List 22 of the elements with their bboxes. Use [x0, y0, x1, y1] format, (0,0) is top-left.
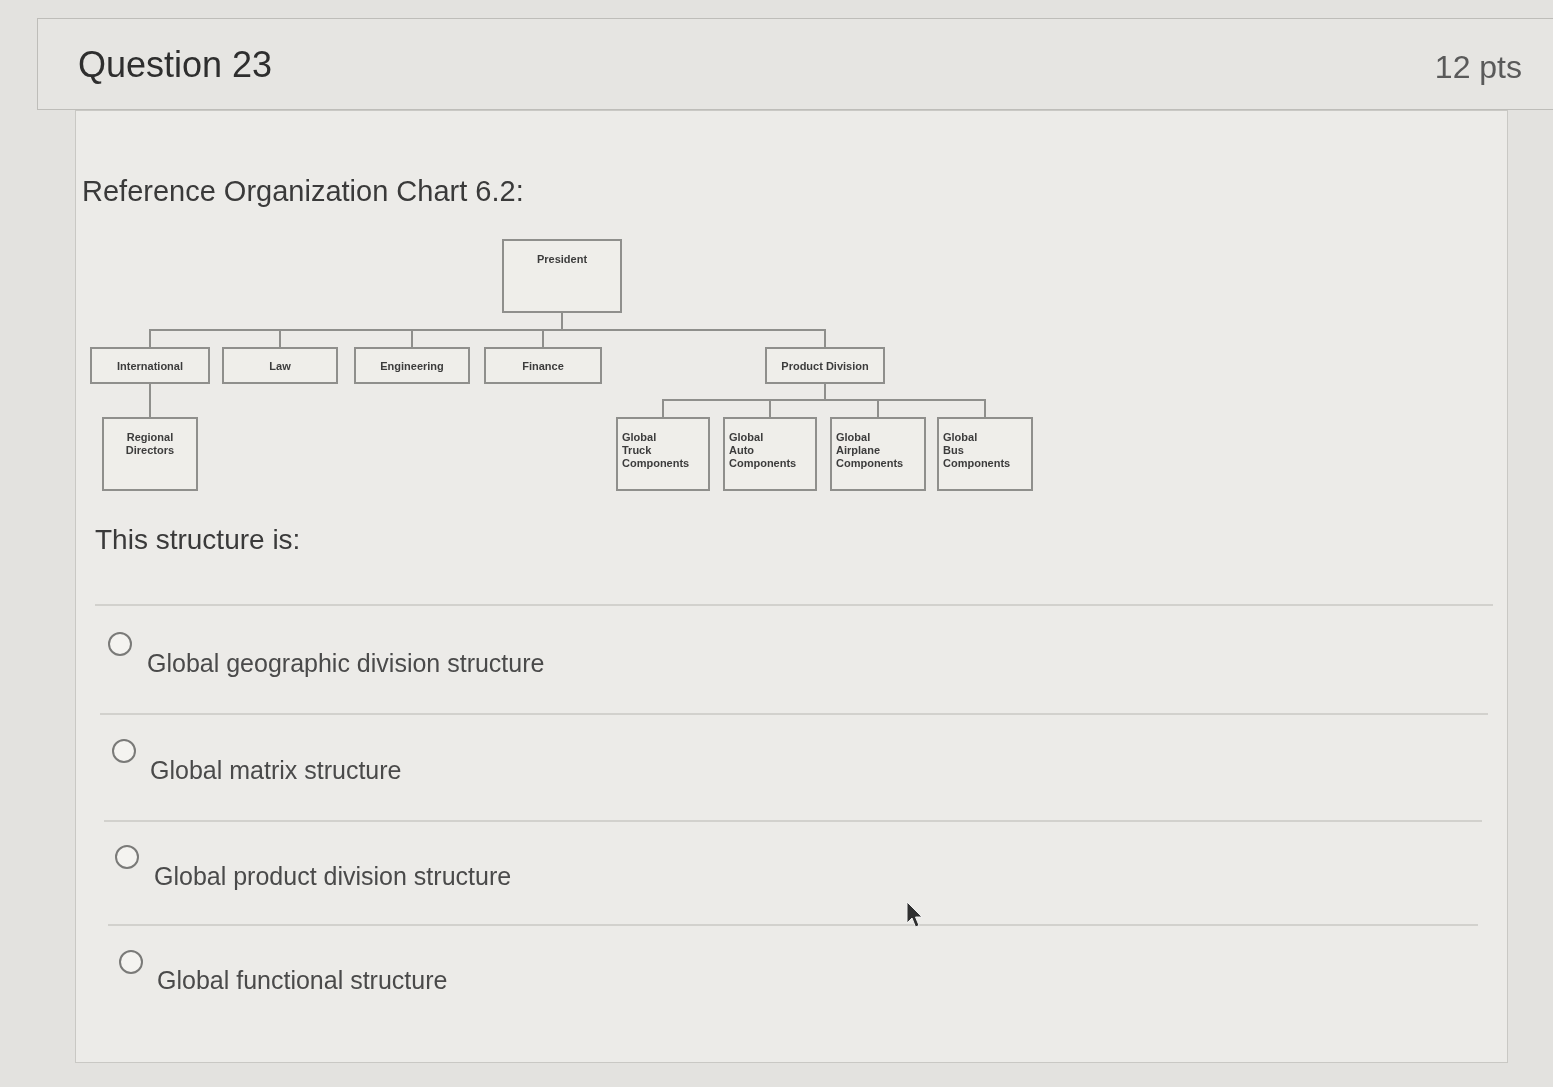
org-chart-box: Engineering: [354, 347, 470, 384]
org-chart-box: Global Bus Components: [937, 417, 1033, 491]
answer-option: Global geographic division structure: [147, 648, 545, 678]
org-chart-box: Global Airplane Components: [830, 417, 926, 491]
connector-line: [149, 312, 826, 348]
org-chart-box: International: [90, 347, 210, 384]
org-chart-box: President: [502, 239, 622, 313]
points-label: 12 pts: [1434, 48, 1522, 87]
answer-option: Global functional structure: [157, 965, 448, 995]
question-title: Question 23: [78, 43, 273, 87]
answer-option: Global matrix structure: [150, 755, 402, 785]
org-chart-box: Law: [222, 347, 338, 384]
connector-line: [149, 383, 151, 418]
org-chart-box: Global Auto Components: [723, 417, 817, 491]
org-chart-box: Product Division: [765, 347, 885, 384]
org-chart-box: Global Truck Components: [616, 417, 710, 491]
org-chart-box: Finance: [484, 347, 602, 384]
question-prompt: This structure is:: [95, 523, 301, 557]
answer-option: Global product division structure: [154, 861, 512, 891]
org-chart-box: Regional Directors: [102, 417, 198, 491]
connector-line: [662, 383, 986, 418]
chart-reference-text: Reference Organization Chart 6.2:: [82, 174, 524, 209]
